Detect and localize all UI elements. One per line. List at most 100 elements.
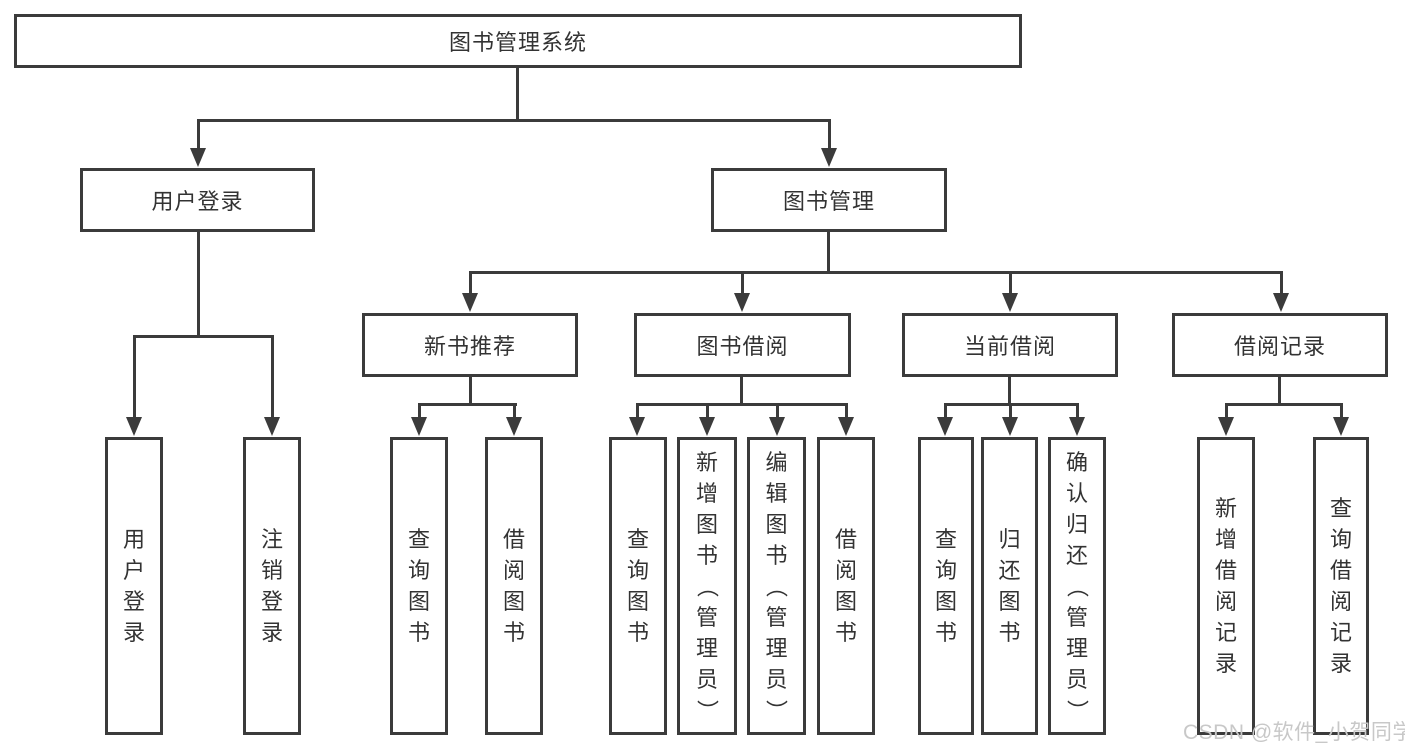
node-new-book-rec: 新书推荐	[362, 313, 578, 377]
arrow-shaft	[776, 404, 779, 421]
arrow-shaft	[197, 120, 200, 152]
leaf-borrow-edit: 编辑图书（管理员）	[747, 437, 806, 735]
vertical-char: 查	[1329, 496, 1352, 521]
node-book-mgmt: 图书管理	[711, 168, 947, 232]
arrow-shaft	[1009, 404, 1012, 421]
arrow-shaft	[1340, 404, 1343, 421]
vertical-char: 查	[407, 527, 430, 552]
arrow-head-icon	[838, 417, 854, 436]
vertical-char: 查	[626, 527, 649, 552]
leaf-borrow-borrow-label: 借阅图书	[835, 524, 857, 648]
vertical-char: 管	[695, 604, 718, 630]
vertical-char: 录	[1329, 651, 1352, 676]
leaf-borrow-query-label: 查询图书	[627, 524, 649, 648]
node-book-borrow-label: 图书借阅	[696, 334, 789, 359]
vertical-char: 员	[695, 666, 718, 692]
arrow-head-icon	[506, 417, 522, 436]
vertical-char: 户	[122, 558, 145, 583]
vertical-char: 还	[1065, 542, 1088, 568]
vertical-char: 书	[502, 620, 525, 645]
connector-line	[740, 377, 743, 405]
vertical-char: 书	[765, 542, 788, 568]
vertical-char: 书	[834, 620, 857, 645]
leaf-borrow-borrow: 借阅图书	[817, 437, 875, 735]
leaf-current-query: 查询图书	[918, 437, 974, 735]
node-book-borrow: 图书借阅	[634, 313, 851, 377]
arrow-head-icon	[1002, 293, 1018, 312]
vertical-char: 新	[695, 449, 718, 475]
vertical-char: 阅	[502, 558, 525, 583]
node-user-login: 用户登录	[80, 168, 315, 232]
vertical-char: 归	[1065, 511, 1088, 537]
vertical-char: 借	[1329, 558, 1352, 583]
arrow-head-icon	[937, 417, 953, 436]
connector-line	[827, 232, 830, 273]
vertical-char: 录	[1214, 651, 1237, 676]
vertical-char: 记	[1329, 620, 1352, 645]
leaf-current-query-label: 查询图书	[935, 524, 957, 648]
leaf-current-confirm: 确认归还（管理员）	[1048, 437, 1106, 735]
vertical-char: 理	[1065, 635, 1088, 661]
arrow-head-icon	[190, 148, 206, 167]
leaf-records-query: 查询借阅记录	[1313, 437, 1369, 735]
vertical-char: 询	[407, 558, 430, 583]
leaf-logout: 注销登录	[243, 437, 301, 735]
arrow-shaft	[1225, 404, 1228, 421]
arrow-shaft	[513, 404, 516, 421]
arrow-shaft	[845, 404, 848, 421]
connector-line	[516, 68, 519, 121]
vertical-char: 阅	[834, 558, 857, 583]
vertical-char: 图	[998, 589, 1021, 614]
connector-line	[469, 377, 472, 405]
vertical-char: （	[1064, 574, 1090, 598]
vertical-char: （	[763, 574, 789, 598]
vertical-char: ）	[763, 698, 789, 722]
vertical-char: 书	[626, 620, 649, 645]
arrow-head-icon	[126, 417, 142, 436]
arrow-head-icon	[1002, 417, 1018, 436]
vertical-char: 图	[934, 589, 957, 614]
vertical-char: 增	[1214, 527, 1237, 552]
arrow-head-icon	[1069, 417, 1085, 436]
vertical-char: 询	[1329, 527, 1352, 552]
vertical-char: 登	[122, 589, 145, 614]
arrow-head-icon	[411, 417, 427, 436]
connector-line	[418, 403, 517, 406]
vertical-char: 询	[626, 558, 649, 583]
vertical-char: 增	[695, 480, 718, 506]
connector-line	[197, 119, 831, 122]
vertical-char: 还	[998, 558, 1021, 583]
leaf-current-return: 归还图书	[981, 437, 1038, 735]
leaf-borrow-edit-label: 编辑图书（管理员）	[764, 447, 789, 726]
leaf-user-login: 用户登录	[105, 437, 163, 735]
arrow-head-icon	[769, 417, 785, 436]
connector-line	[133, 335, 274, 338]
vertical-char: 理	[695, 635, 718, 661]
vertical-char: 图	[695, 511, 718, 537]
vertical-char: 注	[260, 527, 283, 552]
vertical-char: 确	[1065, 449, 1088, 475]
arrow-shaft	[1076, 404, 1079, 421]
vertical-char: 新	[1214, 496, 1237, 521]
leaf-borrow-add-label: 新增图书（管理员）	[694, 447, 719, 726]
vertical-char: 询	[934, 558, 957, 583]
arrow-shaft	[418, 404, 421, 421]
arrow-head-icon	[1333, 417, 1349, 436]
vertical-char: 书	[695, 542, 718, 568]
vertical-char: 查	[934, 527, 957, 552]
arrow-shaft	[636, 404, 639, 421]
arrow-shaft	[271, 336, 274, 421]
node-borrow-records-label: 借阅记录	[1233, 334, 1326, 359]
arrow-head-icon	[264, 417, 280, 436]
arrow-head-icon	[462, 293, 478, 312]
node-root: 图书管理系统	[14, 14, 1022, 68]
arrow-shaft	[741, 272, 744, 297]
arrow-head-icon	[734, 293, 750, 312]
vertical-char: 录	[122, 620, 145, 645]
vertical-char: （	[694, 574, 720, 598]
vertical-char: 借	[502, 527, 525, 552]
arrow-shaft	[828, 120, 831, 152]
connector-line	[1225, 403, 1343, 406]
node-root-label: 图书管理系统	[448, 30, 587, 55]
